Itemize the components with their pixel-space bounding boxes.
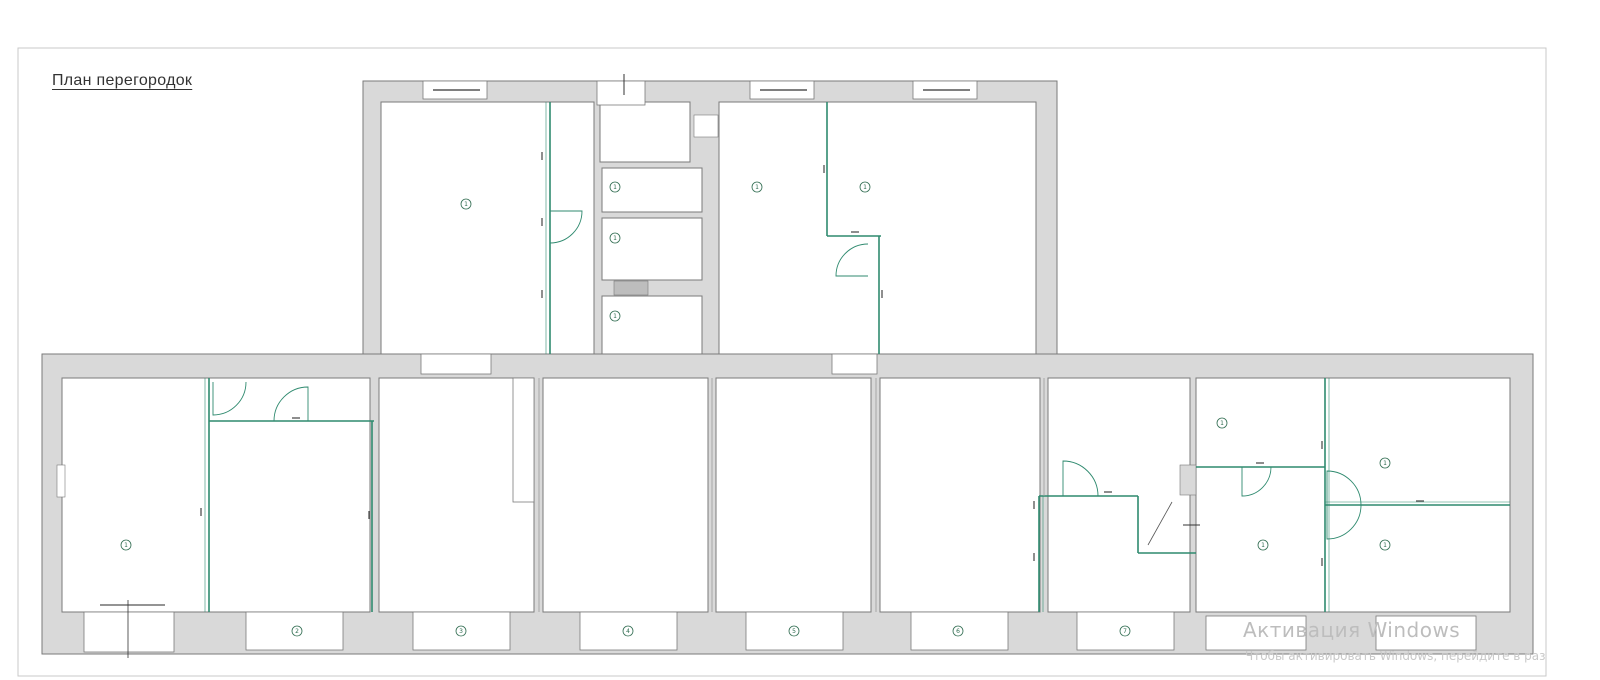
room-stair-top — [599, 101, 691, 163]
room-numbers: 1 1 1 1 1 1 1 1 1 1 1 — [124, 184, 1387, 549]
room-number: 1 — [464, 201, 468, 208]
room-number: 1 — [1261, 542, 1265, 549]
sill-number: 6 — [956, 628, 960, 635]
room-markers — [120, 181, 1391, 551]
sill-number: 2 — [295, 628, 299, 635]
stair-opening — [596, 80, 646, 106]
windows-activation-watermark: Активация Windows — [1243, 618, 1461, 642]
diagonal-brace — [1147, 501, 1173, 546]
lower-windows — [83, 611, 1477, 653]
left-niche — [56, 464, 66, 498]
room-lower-3 — [542, 377, 709, 613]
column-block — [512, 377, 535, 503]
lower-rooms — [61, 377, 1511, 613]
door-swings — [212, 210, 1362, 540]
room-stair-3 — [601, 295, 703, 355]
room-upper-left — [380, 101, 595, 355]
room-number: 1 — [613, 184, 617, 191]
windows-activation-hint: Чтобы активировать Windows, перейдите в … — [1245, 649, 1546, 663]
room-number: 1 — [755, 184, 759, 191]
room-number: 1 — [613, 235, 617, 242]
room-number: 1 — [613, 313, 617, 320]
room-lower-6 — [1047, 377, 1191, 613]
lower-thin-walls — [538, 378, 1045, 612]
room-number: 1 — [1383, 542, 1387, 549]
room-number: 1 — [1220, 420, 1224, 427]
room-number: 1 — [124, 542, 128, 549]
room-upper-right — [718, 101, 1037, 355]
plan-title: План перегородок — [52, 72, 193, 89]
room-lower-1 — [61, 377, 371, 613]
upper-rooms — [380, 101, 1037, 355]
stair-landing — [613, 280, 649, 296]
sill-number: 4 — [626, 628, 630, 635]
sill-number: 3 — [459, 628, 463, 635]
stair-notch — [693, 114, 719, 138]
sill-markers — [291, 625, 1131, 637]
sill-numbers: 2 3 4 5 6 7 — [295, 628, 1127, 635]
room-number: 1 — [1383, 460, 1387, 467]
partition-marks — [200, 152, 1424, 566]
room-lower-7 — [1195, 377, 1511, 613]
window-lower-9 — [1375, 615, 1477, 651]
sill-number: 7 — [1123, 628, 1127, 635]
window-lower-1 — [83, 611, 175, 653]
passage-right — [831, 353, 878, 375]
room-stair-2 — [601, 217, 703, 281]
window-lower-8 — [1205, 615, 1307, 651]
wall-step — [1179, 464, 1197, 496]
room-lower-5 — [879, 377, 1041, 613]
room-lower-2 — [378, 377, 535, 613]
room-lower-4 — [715, 377, 872, 613]
room-stair-1 — [601, 167, 703, 213]
partitions — [204, 102, 1510, 612]
drawing-frame — [17, 47, 1547, 677]
room-number: 1 — [863, 184, 867, 191]
sill-number: 5 — [792, 628, 796, 635]
passage-left — [420, 353, 492, 375]
